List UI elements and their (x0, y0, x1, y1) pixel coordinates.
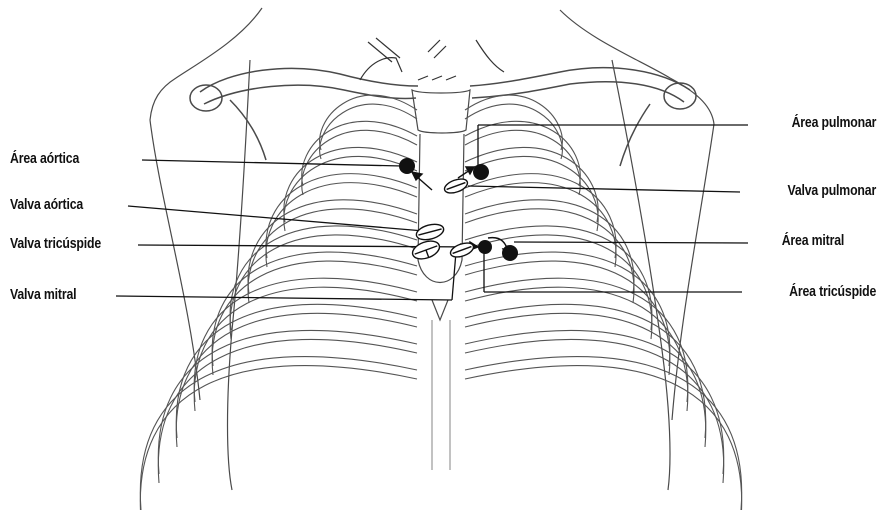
label-area-pulmonar: Área pulmonar (791, 114, 876, 131)
rib-r-11-lower (465, 366, 742, 510)
spine (432, 320, 450, 470)
rib-l-11-lower (140, 366, 417, 510)
arrow-head-aortic (412, 172, 422, 180)
neck-marks (360, 38, 504, 80)
arrow-head-pulmonary (466, 167, 474, 174)
label-area-tricuspide: Área tricúspide (789, 283, 876, 300)
label-valva-mitral: Valva mitral (10, 286, 76, 303)
label-area-mitral: Área mitral (782, 232, 844, 249)
valves (410, 176, 475, 262)
valve-tricuspid-shape (410, 238, 442, 263)
rib-l-1-upper (320, 95, 417, 150)
label-area-aortica: Área aórtica (10, 150, 79, 167)
label-valva-tricuspide: Valva tricúspide (10, 235, 101, 252)
sternum (412, 90, 470, 320)
area-mitral-dot (502, 245, 518, 261)
area-tricuspide-dot (478, 240, 492, 254)
valve-mitral-shape (449, 240, 476, 259)
leader-lines (116, 125, 748, 300)
clavicles (190, 68, 696, 166)
label-valva-pulmonar: Valva pulmonar (787, 182, 876, 199)
rib-cage (140, 95, 741, 510)
valve-pulmonary-shape (443, 176, 470, 195)
rib-r-1-upper (465, 95, 562, 150)
valve-aortic-shape (415, 222, 446, 243)
area-pulmonar-dot (473, 164, 489, 180)
label-valva-aortica: Valva aórtica (10, 196, 83, 213)
area-aortica-dot (399, 158, 415, 174)
